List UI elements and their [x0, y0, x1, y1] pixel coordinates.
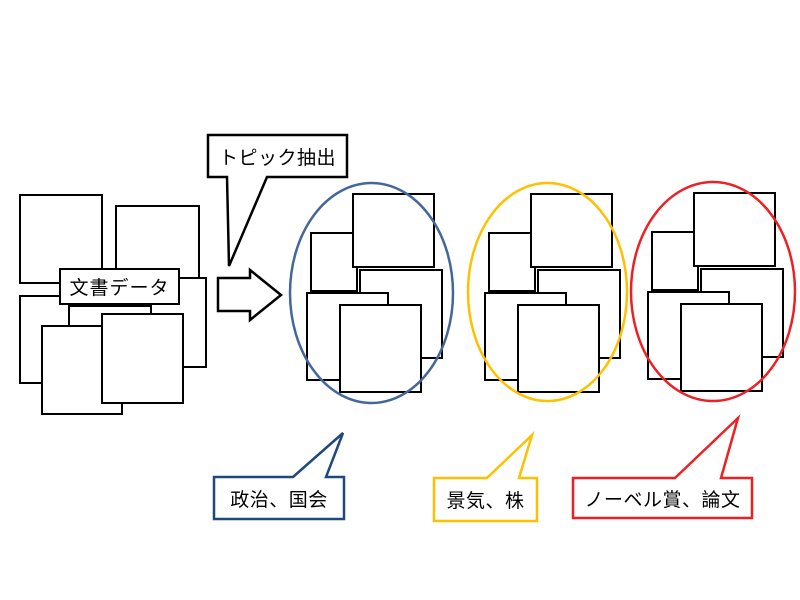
document-rect [680, 303, 763, 392]
document-rect [310, 232, 358, 292]
flow-arrow [216, 267, 283, 323]
document-rect [517, 304, 600, 393]
document-rect [651, 231, 699, 291]
document-rect [339, 304, 422, 393]
cluster-label-politics: 政治、国会 [230, 488, 328, 511]
cluster-label-economy: 景気、株 [446, 490, 525, 512]
cluster-label-nobel: ノーベル賞、論文 [584, 488, 741, 511]
topic-extraction-label: トピック抽出 [218, 146, 336, 169]
document-rect [693, 192, 776, 267]
source-data-label-text: 文書データ [69, 277, 170, 299]
document-rect [488, 232, 536, 292]
document-rect [352, 193, 435, 268]
source-data-label: 文書データ [59, 268, 180, 305]
document-rect [530, 193, 613, 268]
document-rect [101, 313, 184, 404]
